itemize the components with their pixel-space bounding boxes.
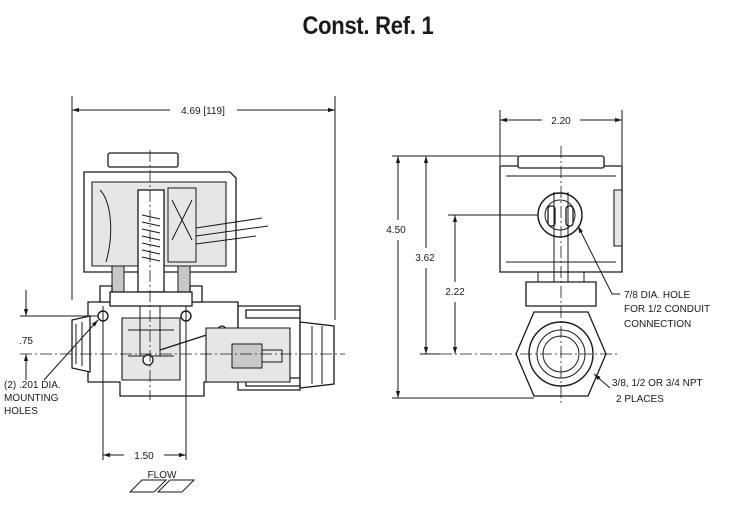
coil-cap	[107, 152, 179, 168]
side-view	[20, 96, 345, 460]
label-overall-height: 4.50	[386, 225, 406, 236]
label-overall-length: 4.69 [119]	[181, 106, 225, 117]
label-mount-hole-offset: .75	[19, 336, 33, 347]
diagram-title: Const. Ref. 1	[302, 12, 434, 40]
label-mount-hole-spacing: 1.50	[134, 451, 154, 462]
plunger-tube	[137, 189, 165, 293]
end-view	[392, 110, 623, 404]
label-pipe-center-height: 2.22	[445, 287, 465, 298]
label-coil-width: 2.20	[551, 116, 571, 127]
label-flow: FLOW	[148, 470, 177, 481]
note-conduit-2: FOR 1/2 CONDUIT	[624, 304, 710, 315]
note-conduit-1: 7/8 DIA. HOLE	[624, 290, 690, 301]
note-npt-2: 2 PLACES	[616, 394, 664, 405]
note-mounting-2: MOUNTING	[4, 393, 59, 404]
outlet-port	[299, 321, 335, 389]
inlet-port	[71, 315, 91, 373]
note-npt-1: 3/8, 1/2 OR 3/4 NPT	[612, 378, 703, 389]
note-mounting-1: (2) .201 DIA.	[4, 380, 61, 391]
flow-arrow-icon	[128, 479, 196, 493]
label-conduit-height: 3.62	[415, 253, 435, 264]
note-conduit-3: CONNECTION	[624, 319, 691, 330]
note-mounting-3: HOLES	[4, 406, 38, 417]
